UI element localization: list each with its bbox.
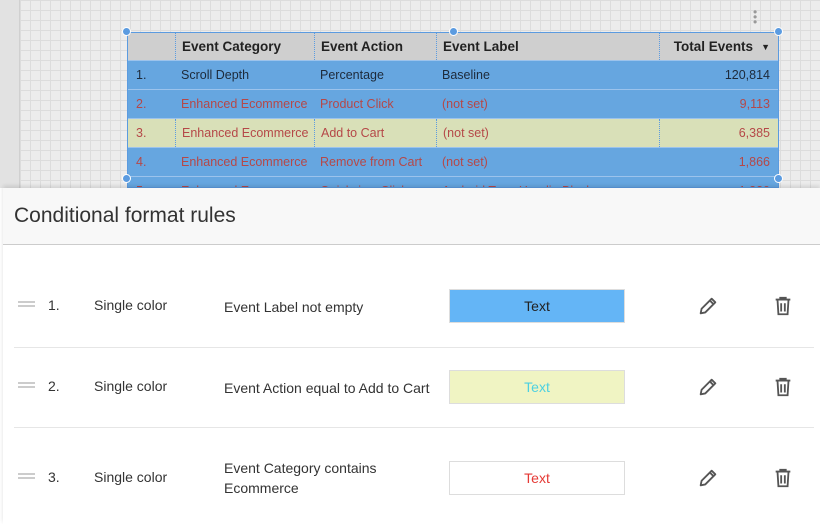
resize-handle[interactable] bbox=[449, 27, 458, 36]
panel-title: Conditional format rules bbox=[3, 188, 820, 245]
pencil-icon[interactable] bbox=[697, 295, 719, 317]
resize-handle[interactable] bbox=[774, 27, 783, 36]
drag-handle-icon[interactable] bbox=[18, 301, 35, 307]
cell-label: Baseline bbox=[442, 68, 490, 82]
canvas-left-margin bbox=[0, 0, 20, 188]
kebab-menu-icon[interactable]: ••• bbox=[753, 5, 758, 29]
cell-category: Scroll Depth bbox=[181, 68, 250, 82]
rule-number: 3. bbox=[48, 469, 60, 485]
rule-condition: Event Category contains Ecommerce bbox=[224, 460, 377, 496]
cell-label: Android Tone Hoodie Black bbox=[436, 177, 659, 187]
cell-idx: 1. bbox=[136, 68, 147, 82]
cell-category: Enhanced Ecommerce bbox=[175, 119, 314, 147]
cell-total: 120,814 bbox=[724, 68, 770, 82]
cell-action: Add to Cart bbox=[314, 119, 436, 147]
resize-handle[interactable] bbox=[122, 174, 131, 183]
cell-label: (not set) bbox=[442, 97, 488, 111]
cell-category: Enhanced Ecommerce bbox=[181, 97, 308, 111]
rule-condition: Event Action equal to Add to Cart bbox=[224, 380, 430, 396]
cell-action: Quickview Click bbox=[314, 177, 436, 187]
table-row[interactable]: 2. Enhanced Ecommerce Product Click (not se… bbox=[128, 90, 778, 119]
rule-condition: Event Label not empty bbox=[224, 299, 364, 315]
column-header[interactable]: Event Label bbox=[436, 33, 659, 60]
trash-icon[interactable] bbox=[772, 295, 794, 317]
rule-style-preview[interactable]: Text bbox=[449, 461, 625, 495]
column-header[interactable] bbox=[128, 33, 175, 60]
table-row[interactable]: 1. Scroll Depth Percentage Baseline 120,814 bbox=[128, 61, 778, 90]
cell-idx: 2. bbox=[136, 97, 147, 111]
rule-number: 2. bbox=[48, 378, 60, 394]
conditional-format-panel: Conditional format rules 1. Single color… bbox=[3, 188, 820, 524]
trash-icon[interactable] bbox=[772, 376, 794, 398]
cell-idx: 3. bbox=[136, 126, 147, 140]
rule-style-preview[interactable]: Text bbox=[449, 370, 625, 404]
resize-handle[interactable] bbox=[122, 27, 131, 36]
drag-handle-icon[interactable] bbox=[18, 382, 35, 388]
rule-number: 1. bbox=[48, 297, 60, 313]
rule-type: Single color bbox=[94, 378, 168, 394]
table-row[interactable]: 5.Enhanced EcommerceQuickview ClickAndro… bbox=[128, 177, 778, 187]
cell-category: Enhanced Ecommerce bbox=[175, 177, 314, 187]
pencil-icon[interactable] bbox=[697, 467, 719, 489]
cell-category: Enhanced Ecommerce bbox=[181, 155, 308, 169]
cell-label: (not set) bbox=[442, 155, 488, 169]
sort-desc-icon[interactable]: ▼ bbox=[761, 41, 770, 52]
cell-total: 1,220 bbox=[659, 177, 778, 187]
drag-handle-icon[interactable] bbox=[18, 473, 35, 479]
cell-action: Product Click bbox=[320, 97, 394, 111]
cell-total: 9,113 bbox=[739, 97, 770, 111]
cell-action: Percentage bbox=[320, 68, 384, 82]
cell-action: Remove from Cart bbox=[320, 155, 423, 169]
rule-divider bbox=[14, 427, 814, 428]
column-header[interactable]: Event Category bbox=[175, 33, 314, 60]
trash-icon[interactable] bbox=[772, 467, 794, 489]
column-header[interactable]: Total Events▼ bbox=[659, 33, 778, 60]
table-row[interactable]: 4. Enhanced Ecommerce Remove from Cart (not… bbox=[128, 148, 778, 177]
rule-type: Single color bbox=[94, 469, 168, 485]
rule-style-preview[interactable]: Text bbox=[449, 289, 625, 323]
cell-idx: 4. bbox=[136, 155, 147, 169]
resize-handle[interactable] bbox=[774, 174, 783, 183]
cell-total: 1,866 bbox=[738, 155, 770, 169]
cell-label: (not set) bbox=[436, 119, 659, 147]
column-header[interactable]: Event Action bbox=[314, 33, 436, 60]
cell-idx: 5. bbox=[128, 177, 175, 187]
cell-total: 6,385 bbox=[659, 119, 778, 147]
rule-divider bbox=[14, 347, 814, 348]
rule-type: Single color bbox=[94, 297, 168, 313]
pencil-icon[interactable] bbox=[697, 376, 719, 398]
